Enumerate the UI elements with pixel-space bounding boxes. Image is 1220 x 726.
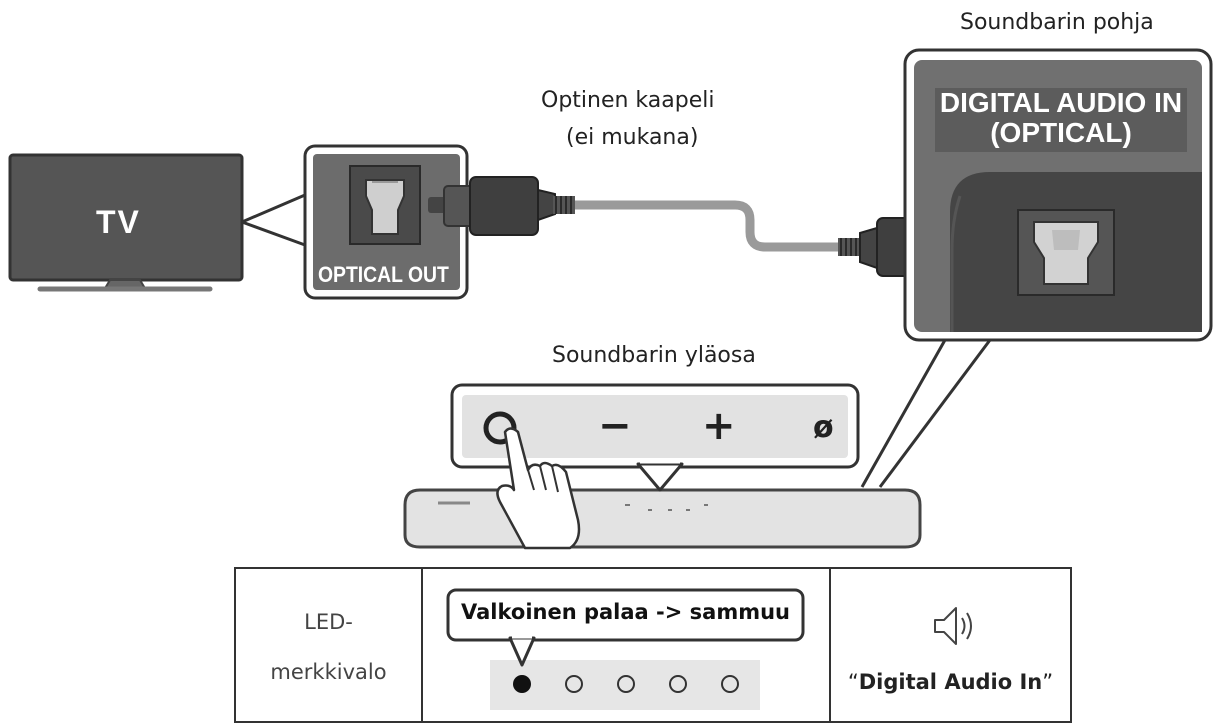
volume-down-button: − [598,403,632,449]
voice-prompt-open-quote: “ [847,670,859,694]
volume-up-button: + [702,403,736,449]
led-indicator-icon [513,675,739,693]
hand-pointer-icon [496,427,581,550]
soundbar-bottom-title: Soundbarin pohja [960,10,1154,35]
optical-out-label: OPTICAL OUT [318,262,449,287]
cable-title-line2: (ei mukana) [566,125,699,150]
voice-prompt: “Digital Audio In” [830,670,1071,694]
led-status-callout: Valkoinen palaa -> sammuu [461,600,790,624]
optical-plug-icon [428,176,575,236]
optical-port-icon [349,165,421,245]
source-button: ø [813,410,834,445]
optical-label: (OPTICAL) [990,117,1132,148]
voice-prompt-close-quote: ” [1042,670,1054,694]
led-row-label-line2: merkkivalo [270,660,387,684]
cable-title-line1: Optinen kaapeli [541,88,715,113]
soundbar-top-title: Soundbarin yläosa [552,343,756,368]
digital-audio-in-label: DIGITAL AUDIO IN [939,87,1183,118]
optical-port-icon [1017,209,1115,296]
led-row-label-line1: LED- [304,610,353,634]
voice-prompt-text: Digital Audio In [858,670,1043,694]
tv-label: TV [96,204,141,240]
speaker-icon [934,607,972,645]
tv-icon [8,153,244,292]
